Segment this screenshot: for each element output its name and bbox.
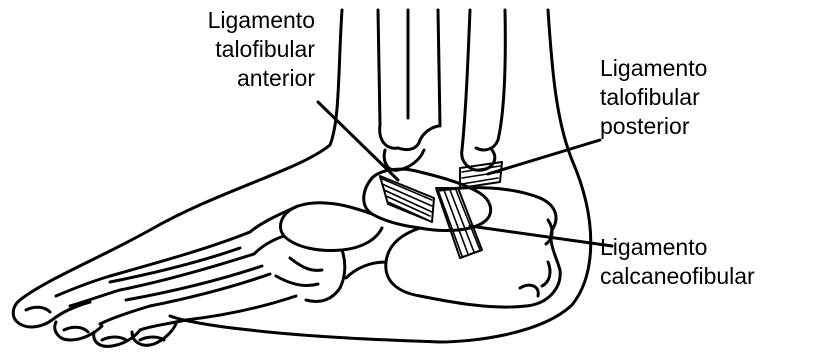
label-line: Ligamento [600, 54, 707, 83]
label-line: talofibular [600, 83, 707, 112]
label-calcaneofibular-ligament: Ligamento calcaneofibular [600, 233, 755, 291]
label-line: talofibular [150, 35, 315, 64]
label-line: Ligamento [600, 233, 755, 262]
tibia-bone [462, 10, 506, 170]
fibula-bone [378, 10, 440, 170]
label-line: calcaneofibular [600, 262, 755, 291]
label-posterior-talofibular-ligament: Ligamento talofibular posterior [600, 54, 707, 141]
label-line: posterior [600, 112, 707, 141]
calcaneofibular-ligament [436, 188, 482, 258]
anterior-talofibular-ligament [380, 176, 434, 222]
label-line: Ligamento [150, 6, 315, 35]
metatarsal-bones [110, 232, 296, 320]
label-anterior-talofibular-ligament: Ligamento talofibular anterior [150, 6, 315, 93]
leader-posterior-talofibular [488, 140, 600, 174]
midfoot-bones [250, 203, 386, 302]
label-line: anterior [150, 64, 315, 93]
